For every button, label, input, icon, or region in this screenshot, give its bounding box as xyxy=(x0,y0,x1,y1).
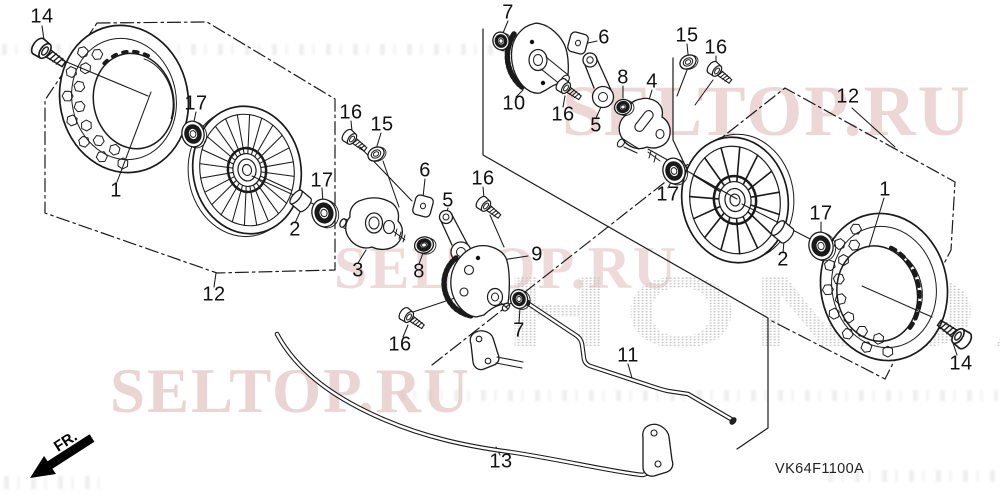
bracket-4 xyxy=(616,97,671,163)
guard-bar-13 xyxy=(274,330,674,478)
collar-2-left xyxy=(289,189,312,213)
bushing-8-right xyxy=(613,98,635,116)
watermark-seltop: SELTOP.RU xyxy=(110,356,471,426)
bearing-7-bottom xyxy=(509,288,531,310)
collar-2-right xyxy=(770,220,795,244)
drawing-code: VK64F1100A xyxy=(775,461,865,477)
damper-6-right xyxy=(567,31,589,55)
bolt-14-right xyxy=(936,319,973,350)
bolt-16-mid xyxy=(475,195,502,219)
bearing-17-right-a xyxy=(662,157,689,186)
bolt-16-bottom xyxy=(398,306,425,330)
rim-left xyxy=(187,105,303,238)
group-boundary-left xyxy=(44,21,336,274)
bracket-3 xyxy=(339,197,406,251)
bolt-16-left-top xyxy=(341,128,368,152)
bearing-17-right-b xyxy=(808,231,837,262)
group-boundary-right xyxy=(431,87,956,380)
scan-noise xyxy=(2,44,558,55)
damper-6-left xyxy=(412,194,434,218)
bolt-16-right xyxy=(706,60,733,84)
washer-15-right xyxy=(679,54,699,70)
rod-11 xyxy=(525,299,737,425)
bolt-16-top xyxy=(555,77,582,101)
sector-gear-9 xyxy=(441,244,511,319)
scan-noise xyxy=(400,390,998,401)
tire-right xyxy=(819,212,949,362)
bearing-7-top xyxy=(492,31,513,52)
washer-15-left xyxy=(367,146,387,162)
tire-left xyxy=(58,24,190,174)
scan-noise xyxy=(828,470,998,482)
bolt-14-left xyxy=(30,37,67,68)
rim-right xyxy=(680,133,795,264)
arm-5-right xyxy=(582,52,615,109)
bearing-17-left-a xyxy=(181,120,208,149)
bushing-8-left xyxy=(413,236,437,255)
fr-arrow-icon: FR. xyxy=(30,428,95,478)
bearing-17-left-b xyxy=(311,198,340,229)
scan-noise xyxy=(4,476,100,489)
